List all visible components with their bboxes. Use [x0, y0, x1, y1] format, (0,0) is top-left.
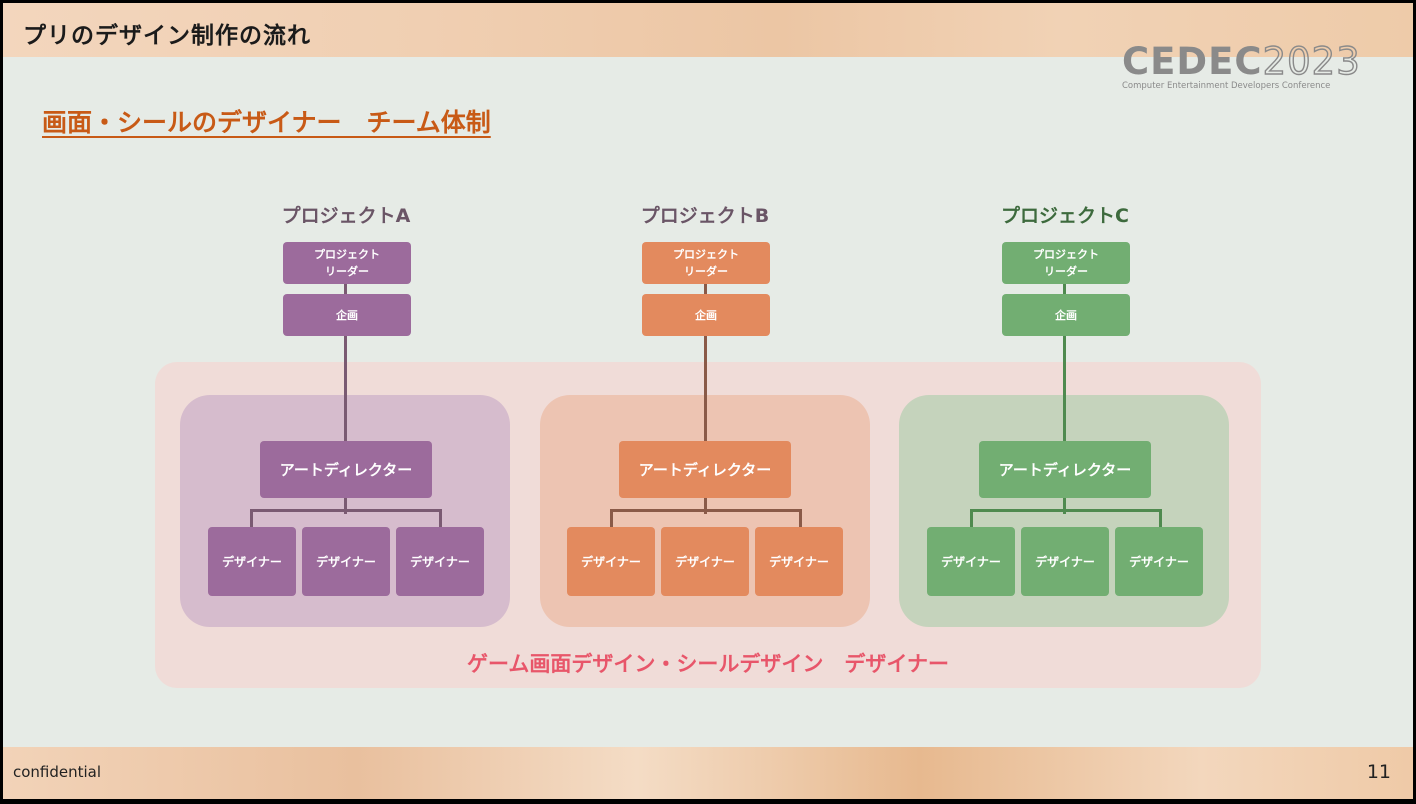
- logo-year: 2023: [1262, 40, 1361, 83]
- project-a-designer-2: デザイナー: [302, 527, 390, 596]
- project-a-connector: [344, 284, 347, 514]
- project-c-art-director-box: アートディレクター: [979, 441, 1151, 498]
- project-b-art-director-box: アートディレクター: [619, 441, 791, 498]
- project-b-designer-3: デザイナー: [755, 527, 843, 596]
- project-a-art-director-box: アートディレクター: [260, 441, 432, 498]
- slide-footer: confidential 11: [3, 747, 1413, 799]
- project-b-designer-2: デザイナー: [661, 527, 749, 596]
- confidential-label: confidential: [13, 763, 102, 781]
- project-b-designer-1: デザイナー: [567, 527, 655, 596]
- project-c-designer-1: デザイナー: [927, 527, 1015, 596]
- page-number: 11: [1366, 761, 1391, 783]
- project-c-designer-3: デザイナー: [1115, 527, 1203, 596]
- project-a-designer-3: デザイナー: [396, 527, 484, 596]
- cedec-logo: CEDEC2023 Computer Entertainment Develop…: [1122, 40, 1360, 94]
- project-c-leader-box: プロジェクトリーダー: [1002, 242, 1130, 284]
- project-b-branch: [610, 509, 802, 512]
- section-subtitle: 画面・シールのデザイナー チーム体制: [42, 108, 491, 137]
- logo-tagline: Computer Entertainment Developers Confer…: [1122, 81, 1331, 91]
- project-a-branch: [250, 509, 442, 512]
- project-c-connector: [1063, 284, 1066, 514]
- slide-title: プリのデザイン制作の流れ: [23, 23, 311, 49]
- project-a-leader-box: プロジェクトリーダー: [283, 242, 411, 284]
- logo-brand: CEDEC: [1122, 40, 1263, 83]
- project-c-planning-box: 企画: [1002, 294, 1130, 336]
- project-b-planning-box: 企画: [642, 294, 770, 336]
- project-b-leader-box: プロジェクトリーダー: [642, 242, 770, 284]
- project-a-title: プロジェクトA: [281, 205, 411, 227]
- designer-pool-label: ゲーム画面デザイン・シールデザイン デザイナー: [467, 652, 949, 676]
- project-c-branch: [970, 509, 1162, 512]
- project-c-designer-2: デザイナー: [1021, 527, 1109, 596]
- project-a-designer-1: デザイナー: [208, 527, 296, 596]
- project-b-connector: [704, 284, 707, 514]
- project-b-title: プロジェクトB: [640, 205, 770, 227]
- project-a-planning-box: 企画: [283, 294, 411, 336]
- project-c-title: プロジェクトC: [1001, 205, 1129, 227]
- slide-header: プリのデザイン制作の流れ: [3, 3, 1413, 57]
